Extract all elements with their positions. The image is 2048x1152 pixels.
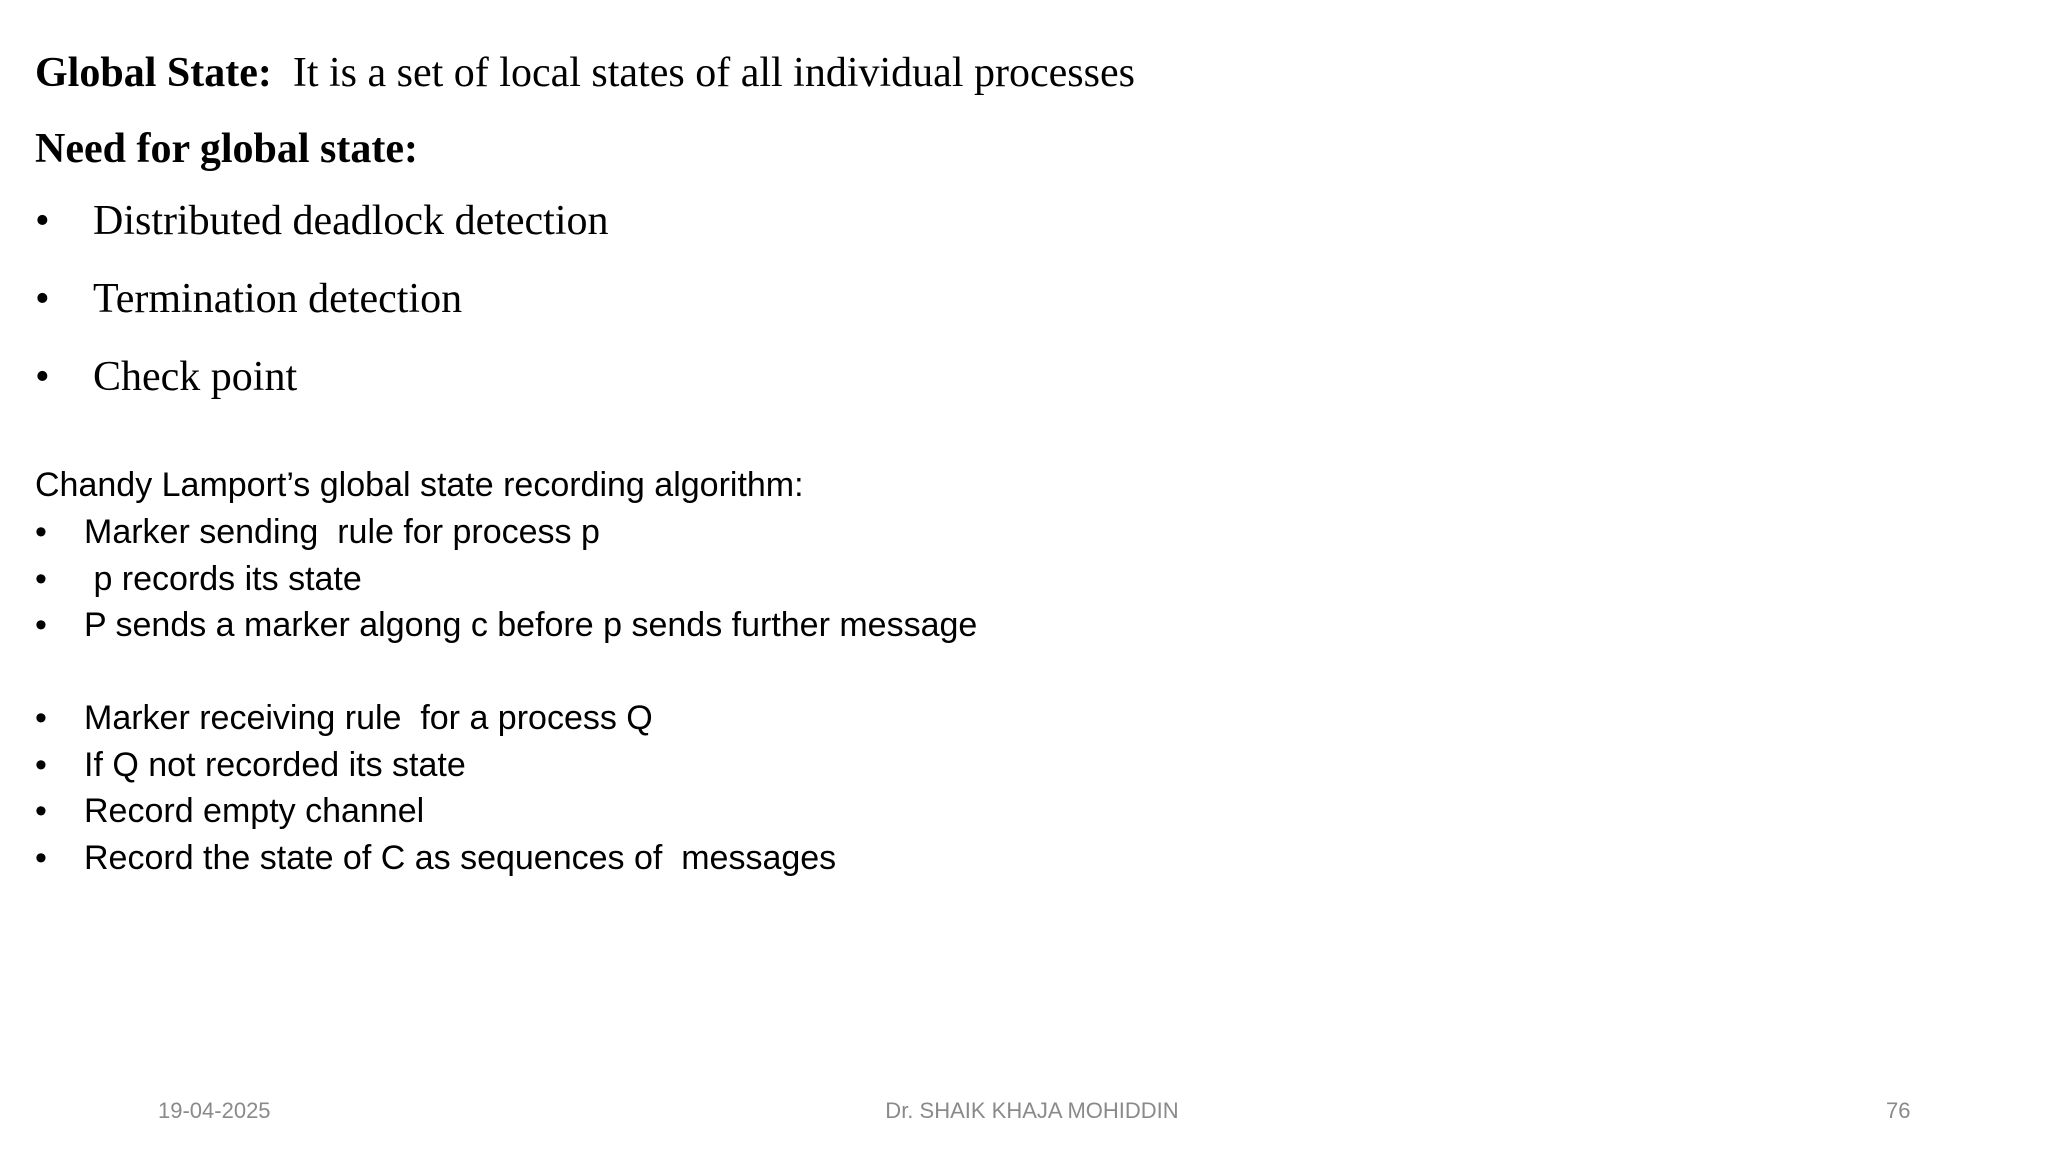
bullet: • [35,513,47,551]
list-item: • Termination detection [35,278,609,356]
list-item-text: P sends a marker algong c before p sends… [84,606,978,644]
list-item: • Record the state of C as sequences of m… [35,841,836,888]
bullet: • [35,559,47,598]
list-item-text: Marker receiving rule for a process Q [84,699,653,737]
list-item-text: p records its state [84,559,362,598]
footer-author: Dr. SHAIK KHAJA MOHIDDIN [885,1098,1179,1123]
bullet: • [35,354,50,400]
list-item: • Marker sending rule for process p [35,515,977,562]
list-item: • If Q not recorded its state [35,748,836,795]
list-item: • Distributed deadlock detection [35,200,609,278]
definition-label: Global State: [35,50,272,96]
algorithm-title: Chandy Lamport’s global state recording … [35,466,804,504]
list-item: • Marker receiving rule for a process Q [35,701,836,748]
bullet: • [35,198,50,244]
list-item-text: If Q not recorded its state [84,745,466,784]
list-item: • Check point [35,356,609,434]
sending-rule-list: • Marker sending rule for process p • p r… [35,515,977,655]
definition-line: Global State: It is a set of local state… [35,52,1135,94]
bullet: • [35,699,47,737]
list-item-text: Marker sending rule for process p [84,513,600,551]
receiving-rule-list: • Marker receiving rule for a process Q •… [35,701,836,887]
list-item: • P sends a marker algong c before p send… [35,608,977,655]
definition-text: It is a set of local states of all indiv… [292,50,1135,96]
list-item: • Record empty channel [35,794,836,841]
footer-page-number: 76 [1886,1098,1911,1123]
list-item: • p records its state [35,562,977,609]
bullet: • [35,745,47,784]
list-item-text: Distributed deadlock detection [93,198,609,244]
bullet: • [35,276,50,322]
list-item-text: Termination detection [93,276,463,322]
need-heading: Need for global state: [35,128,418,170]
list-item-text: Record the state of C as sequences of me… [84,838,837,877]
need-list: • Distributed deadlock detection • Termina… [35,200,609,434]
bullet: • [35,606,47,644]
bullet: • [35,838,47,877]
bullet: • [35,792,47,830]
list-item-text: Record empty channel [84,792,425,830]
footer-date: 19-04-2025 [158,1098,271,1123]
need-heading-text: Need for global state: [35,126,418,172]
list-item-text: Check point [93,354,298,400]
